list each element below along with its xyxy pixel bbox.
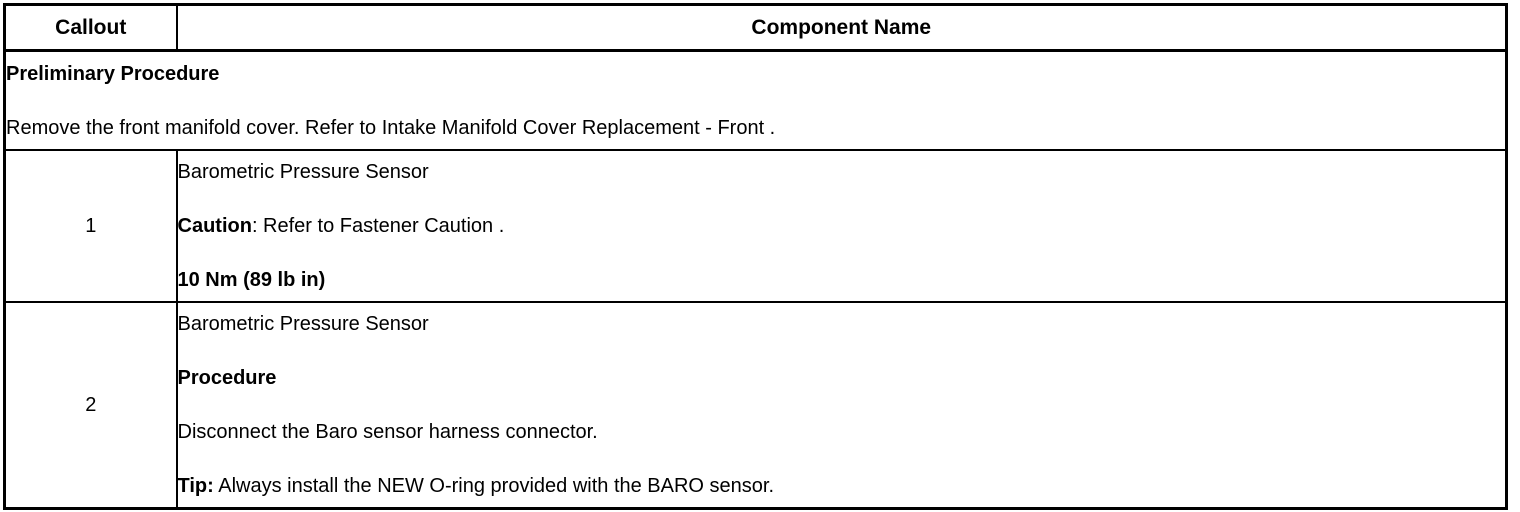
column-header-component-name: Component Name bbox=[175, 3, 1508, 52]
table-row: 1 Barometric Pressure Sensor Caution: Re… bbox=[3, 149, 1508, 303]
component-line-text: Barometric Pressure Sensor bbox=[177, 161, 429, 183]
preliminary-procedure-title: Preliminary Procedure bbox=[6, 62, 220, 85]
component-line: 10 Nm (89 lb in) bbox=[178, 267, 1506, 293]
component-line-text: Always install the NEW O-ring provided w… bbox=[213, 475, 775, 497]
component-line: Caution: Refer to Fastener Caution . bbox=[178, 213, 1506, 239]
component-line-text: : Refer to Fastener Caution . bbox=[251, 215, 505, 237]
preliminary-procedure-cell: Preliminary Procedure Remove the front m… bbox=[3, 49, 1508, 151]
component-line: Procedure bbox=[178, 365, 1506, 391]
service-procedure-table: Callout Component Name Preliminary Proce… bbox=[3, 3, 1508, 510]
component-line-bold: Caution bbox=[177, 215, 252, 237]
component-line-bold: 10 Nm (89 lb in) bbox=[177, 269, 326, 291]
table-header-row: Callout Component Name bbox=[3, 3, 1508, 52]
component-line: Disconnect the Baro sensor harness conne… bbox=[178, 419, 1506, 445]
component-line-text: Disconnect the Baro sensor harness conne… bbox=[177, 421, 598, 443]
component-line-bold: Procedure bbox=[177, 367, 277, 389]
component-line-text: Barometric Pressure Sensor bbox=[177, 313, 429, 335]
component-line: Tip: Always install the NEW O-ring provi… bbox=[178, 473, 1506, 499]
component-line: Barometric Pressure Sensor bbox=[178, 159, 1506, 185]
component-description-cell: Barometric Pressure Sensor Procedure Dis… bbox=[175, 301, 1508, 510]
component-line-bold: Tip: bbox=[177, 475, 214, 497]
callout-number: 2 bbox=[3, 301, 178, 510]
table-row: 2 Barometric Pressure Sensor Procedure D… bbox=[3, 301, 1508, 510]
preliminary-procedure-body: Remove the front manifold cover. Refer t… bbox=[6, 116, 776, 139]
component-description-cell: Barometric Pressure Sensor Caution: Refe… bbox=[175, 149, 1508, 303]
column-header-callout: Callout bbox=[3, 3, 178, 52]
callout-number: 1 bbox=[3, 149, 178, 303]
preliminary-procedure-row: Preliminary Procedure Remove the front m… bbox=[3, 49, 1508, 151]
component-line: Barometric Pressure Sensor bbox=[178, 311, 1506, 337]
